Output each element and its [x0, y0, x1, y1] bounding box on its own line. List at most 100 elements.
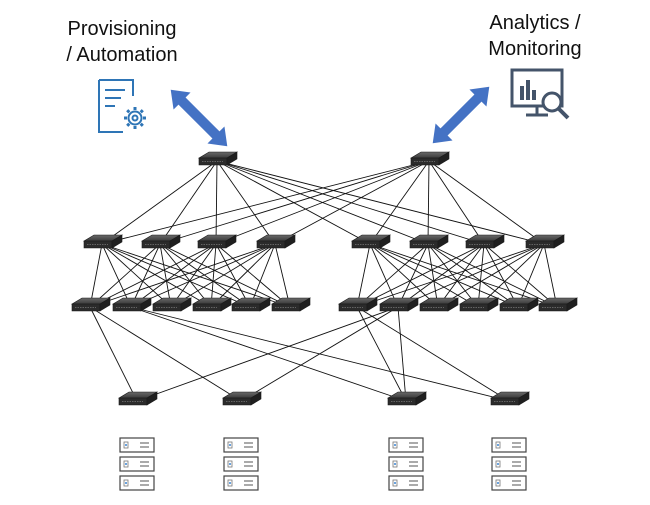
server-icon [223, 437, 259, 453]
aggregation-to-leaf-link [397, 243, 485, 308]
aggregation-to-leaf-link [89, 243, 161, 308]
spine-to-aggregation-link [101, 160, 218, 245]
spine-to-aggregation-link [215, 160, 218, 245]
analytics-label: Analytics / Monitoring [460, 10, 610, 62]
provisioning-label: Provisioning / Automation [42, 16, 202, 68]
aggregation-to-leaf-link [397, 243, 429, 308]
aggregation-to-leaf-link [89, 243, 217, 308]
spine-to-aggregation-link [216, 160, 545, 245]
dashboard-magnifier-icon [510, 68, 570, 120]
analytics-label-line1: Analytics / [489, 12, 581, 34]
provisioning-arrow [170, 89, 228, 147]
spine-switch-icon [410, 151, 450, 166]
aggregation-to-leaf-link [130, 243, 276, 308]
leaf-to-access-link [89, 306, 138, 402]
aggregation-to-leaf-link [130, 243, 217, 308]
leaf-switch-icon [538, 297, 578, 312]
leaf-to-access-link [356, 306, 510, 402]
aggregation-to-leaf-link [274, 243, 291, 308]
aggregation-to-leaf-link [249, 243, 276, 308]
access-switch-icon [222, 391, 262, 406]
aggregation-to-leaf-link [101, 243, 251, 308]
aggregation-to-leaf-link [210, 243, 276, 308]
server-icon [119, 456, 155, 472]
aggregation-switch-icon [409, 234, 449, 249]
spine-to-aggregation-link [101, 160, 430, 245]
aggregation-to-leaf-link [159, 243, 172, 308]
leaf-switch-icon [499, 297, 539, 312]
aggregation-to-leaf-link [215, 243, 291, 308]
aggregation-to-leaf-link [101, 243, 212, 308]
aggregation-to-leaf-link [130, 243, 161, 308]
spine-to-aggregation-link [427, 160, 430, 245]
leaf-to-access-link [397, 306, 407, 402]
leaf-to-access-link [240, 306, 399, 402]
aggregation-to-leaf-link [215, 243, 251, 308]
spine-to-aggregation-link [159, 160, 218, 245]
spine-to-aggregation-link [369, 160, 430, 245]
aggregation-to-leaf-link [427, 243, 519, 308]
access-switch-icon [387, 391, 427, 406]
aggregation-to-leaf-link [356, 243, 485, 308]
spine-to-aggregation-link [216, 160, 485, 245]
aggregation-to-leaf-link [101, 243, 291, 308]
provisioning-label-line1: Provisioning [67, 18, 177, 40]
leaf-switch-icon [231, 297, 271, 312]
aggregation-switch-icon [465, 234, 505, 249]
aggregation-to-leaf-link [397, 243, 545, 308]
spine-to-aggregation-link [428, 160, 545, 245]
leaf-switch-icon [112, 297, 152, 312]
aggregation-switch-icon [141, 234, 181, 249]
provisioning-label-line2: / Automation [66, 44, 178, 66]
network-nodes [71, 151, 578, 491]
spine-to-aggregation-link [216, 160, 276, 245]
leaf-to-access-link [356, 306, 407, 402]
server-icon [388, 456, 424, 472]
aggregation-to-leaf-link [159, 243, 251, 308]
server-icon [491, 475, 527, 491]
leaf-switch-icon [71, 297, 111, 312]
aggregation-to-leaf-link [369, 243, 439, 308]
aggregation-to-leaf-link [477, 243, 545, 308]
leaf-switch-icon [419, 297, 459, 312]
aggregation-to-leaf-link [437, 243, 485, 308]
aggregation-to-leaf-link [356, 243, 545, 308]
server-icon [491, 456, 527, 472]
document-gear-icon [98, 79, 146, 133]
access-switch-icon [118, 391, 158, 406]
aggregation-to-leaf-link [369, 243, 399, 308]
server-icon [388, 475, 424, 491]
aggregation-to-leaf-link [483, 243, 519, 308]
access-switch-icon [490, 391, 530, 406]
spine-to-aggregation-link [274, 160, 430, 245]
aggregation-switch-icon [525, 234, 565, 249]
aggregation-to-leaf-link [437, 243, 545, 308]
leaf-to-access-link [89, 306, 242, 402]
aggregation-to-leaf-link [159, 243, 291, 308]
aggregation-to-leaf-link [369, 243, 479, 308]
spine-to-aggregation-link [215, 160, 430, 245]
aggregation-to-leaf-link [477, 243, 485, 308]
aggregation-to-leaf-link [356, 243, 429, 308]
aggregation-to-leaf-link [170, 243, 276, 308]
aggregation-switch-icon [83, 234, 123, 249]
leaf-switch-icon [379, 297, 419, 312]
analytics-arrow [432, 86, 490, 144]
aggregation-to-leaf-link [517, 243, 545, 308]
server-icon [388, 437, 424, 453]
network-links [89, 160, 558, 402]
aggregation-switch-icon [197, 234, 237, 249]
server-icon [119, 437, 155, 453]
aggregation-to-leaf-link [427, 243, 439, 308]
aggregation-to-leaf-link [101, 243, 172, 308]
analytics-label-line2: Monitoring [488, 38, 582, 60]
leaf-switch-icon [338, 297, 378, 312]
aggregation-to-leaf-link [210, 243, 217, 308]
leaf-switch-icon [271, 297, 311, 312]
aggregation-to-leaf-link [170, 243, 217, 308]
leaf-switch-icon [152, 297, 192, 312]
aggregation-to-leaf-link [427, 243, 479, 308]
server-icon [491, 437, 527, 453]
